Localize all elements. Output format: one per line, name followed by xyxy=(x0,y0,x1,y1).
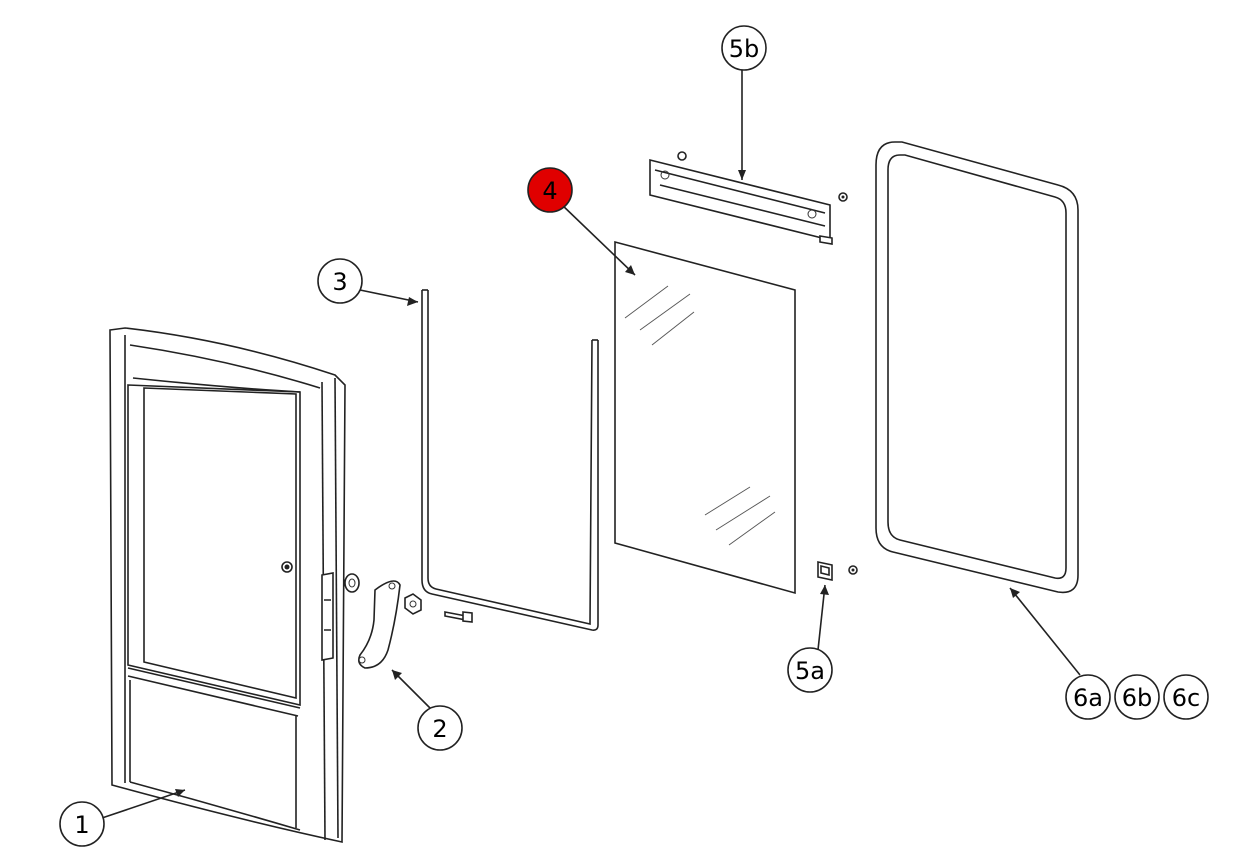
callout-1: 1 xyxy=(59,801,105,847)
callout-4-label: 4 xyxy=(542,177,557,205)
door-frame-part xyxy=(109,327,346,843)
callout-4-highlighted: 4 xyxy=(527,167,573,213)
callout-6a: 6a xyxy=(1065,674,1111,720)
latch-assembly-part xyxy=(344,573,473,669)
callout-2: 2 xyxy=(417,705,463,751)
callout-6c: 6c xyxy=(1163,674,1209,720)
glass-clip-part xyxy=(817,561,858,581)
callout-3: 3 xyxy=(317,258,363,304)
callout-5a: 5a xyxy=(787,647,833,693)
callout-1-label: 1 xyxy=(74,811,89,839)
callout-6b: 6b xyxy=(1114,674,1160,720)
callout-6c-label: 6c xyxy=(1172,684,1200,712)
rope-seal-part xyxy=(421,289,599,631)
callout-5a-label: 5a xyxy=(795,657,825,685)
callout-2-label: 2 xyxy=(432,715,447,743)
callout-5b-label: 5b xyxy=(729,35,760,63)
leader-lines xyxy=(101,70,1081,819)
glass-pane-part xyxy=(614,240,796,595)
door-gasket-part xyxy=(875,141,1079,594)
callout-6b-label: 6b xyxy=(1122,684,1153,712)
callout-6a-label: 6a xyxy=(1073,684,1103,712)
callout-5b: 5b xyxy=(721,25,767,71)
callout-3-label: 3 xyxy=(332,268,347,296)
glass-clip-bar-part xyxy=(649,151,848,245)
